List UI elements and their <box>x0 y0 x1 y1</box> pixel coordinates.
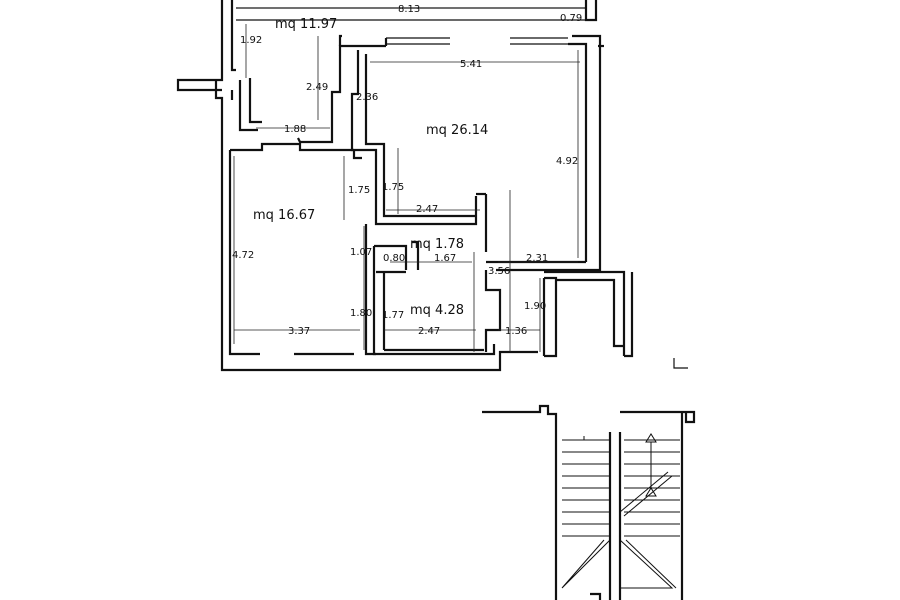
dim-terrace-width: 1.88 <box>284 124 306 135</box>
room-area-living: mq 26.14 <box>426 123 488 138</box>
staircase <box>482 404 696 600</box>
room-area-bathroom: mq 4.28 <box>410 303 464 318</box>
dim-terrace-side: 2.49 <box>306 82 328 93</box>
dim-living-height: 4.92 <box>556 156 578 167</box>
room-area-terrace: mq 11.97 <box>275 17 337 32</box>
room-area-corridor: mq 1.78 <box>410 237 464 252</box>
dim-living-width: 5.41 <box>460 59 482 70</box>
dimension-lines <box>233 7 584 352</box>
dim-top-right: 0.79 <box>560 13 582 24</box>
dim-corridor-width: 1.67 <box>434 253 456 264</box>
dim-hall-width: 2.47 <box>416 204 438 215</box>
dim-bedroom-lower: 1.80 <box>350 308 372 319</box>
dim-bath-width: 2.47 <box>418 326 440 337</box>
dim-bedroom-upper: 1.07 <box>350 247 372 258</box>
walls <box>176 0 688 372</box>
dim-living-left: 2.36 <box>356 92 378 103</box>
room-area-bedroom: mq 16.67 <box>253 208 315 223</box>
dim-terrace-height: 1.92 <box>240 35 262 46</box>
dim-bedroom-height: 4.72 <box>232 250 254 261</box>
dim-entry-side: 3.56 <box>488 266 510 277</box>
room-labels: mq 11.97 mq 26.14 mq 16.67 mq 1.78 mq 4.… <box>253 17 488 318</box>
dimension-labels: 8.13 0.79 1.92 2.49 1.88 5.41 2.36 4.92 … <box>232 4 582 337</box>
dim-bedroom-width: 3.37 <box>288 326 310 337</box>
dim-bath-height: 1.77 <box>382 310 404 321</box>
dim-top-width: 8.13 <box>398 4 420 15</box>
dim-corridor-small: 0.80 <box>383 253 405 264</box>
dim-side-height: 1.90 <box>524 301 546 312</box>
dim-hall-b: 1.75 <box>382 182 404 193</box>
dim-side-width: 1.36 <box>505 326 527 337</box>
dim-hall-a: 1.75 <box>348 185 370 196</box>
dim-entry-width: 2.31 <box>526 253 548 264</box>
